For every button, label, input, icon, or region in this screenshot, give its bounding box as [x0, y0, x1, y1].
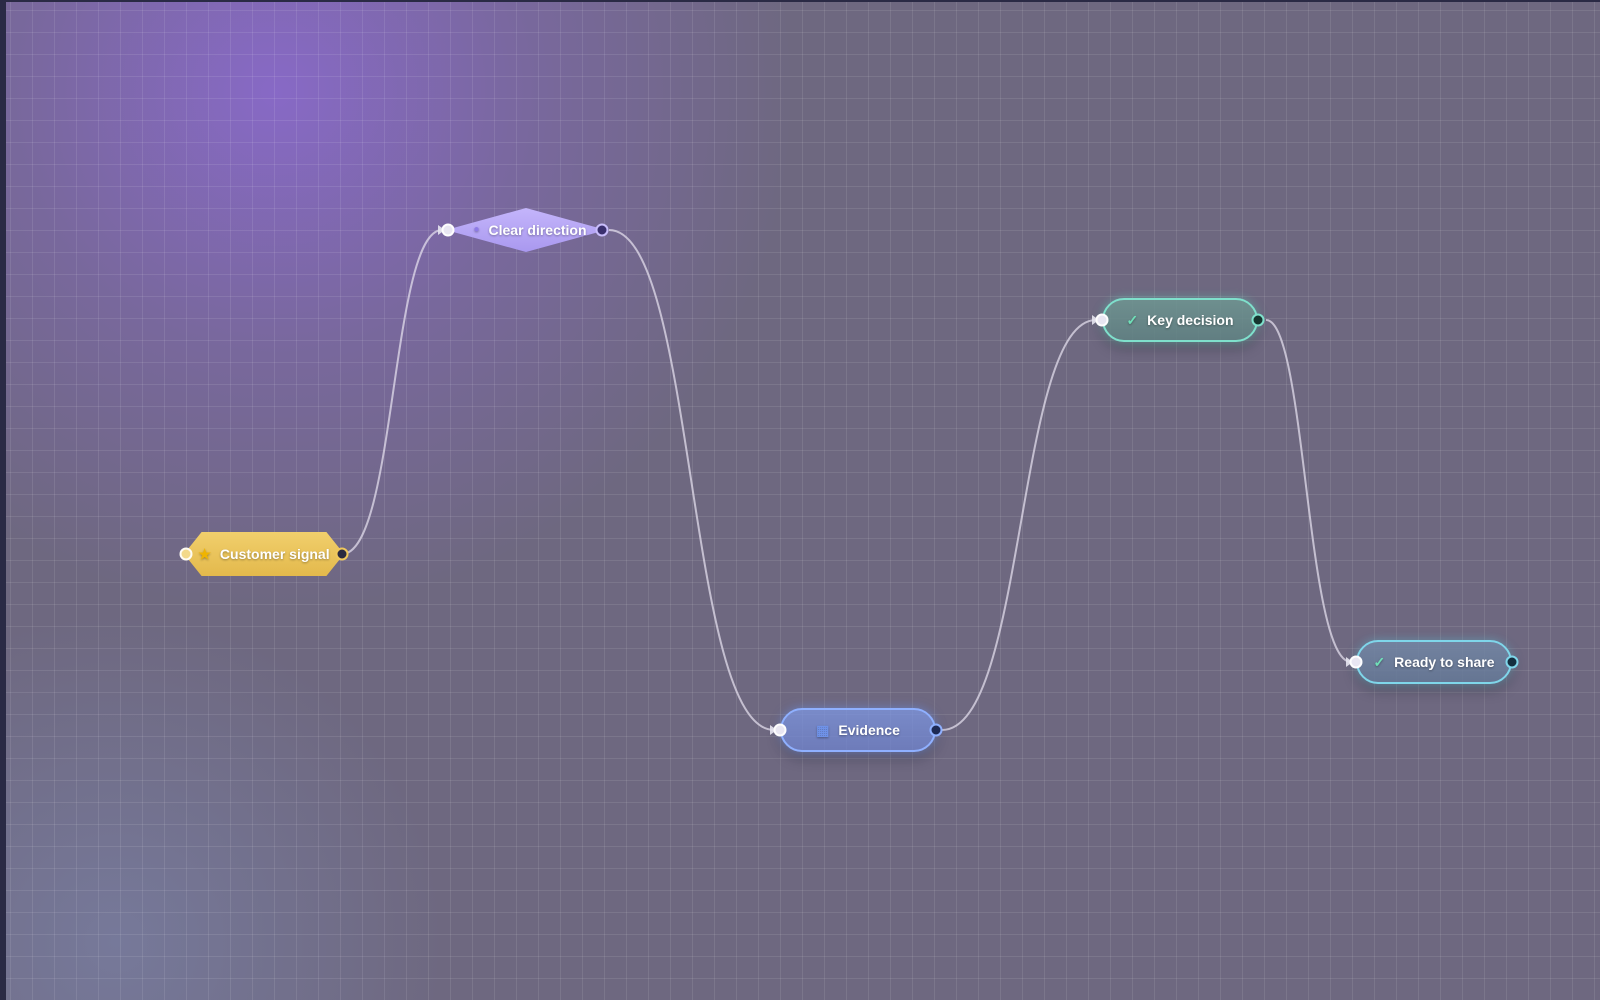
input-port[interactable] [179, 547, 193, 561]
node-clear-direction[interactable]: ● Clear direction [438, 208, 609, 252]
edge-evidence-to-key-decision[interactable] [941, 319, 1097, 731]
diagram-canvas[interactable]: ★ Customer signal ● Clear direction ▦ Ev… [6, 2, 1600, 1000]
grid-icon: ▦ [816, 722, 830, 738]
input-port[interactable] [1095, 313, 1109, 327]
output-port[interactable] [929, 723, 943, 737]
check-icon: ✓ [1373, 654, 1386, 670]
node-label: Customer signal [219, 546, 330, 562]
edge-clear-direction-to-evidence[interactable] [608, 229, 775, 731]
node-key-decision[interactable]: ✓ Key decision [1092, 298, 1265, 342]
check-icon: ✓ [1126, 312, 1139, 328]
input-port[interactable] [773, 723, 787, 737]
canvas-grid [6, 2, 1600, 1000]
node-label: Key decision [1147, 312, 1234, 328]
node-label: Evidence [838, 722, 900, 738]
node-customer-signal[interactable]: ★ Customer signal [179, 532, 349, 576]
output-port[interactable] [1251, 313, 1265, 327]
input-port[interactable] [441, 223, 455, 237]
star-icon: ★ [198, 546, 211, 562]
output-port[interactable] [1505, 655, 1519, 669]
node-evidence[interactable]: ▦ Evidence [770, 708, 943, 752]
node-label: Ready to share [1394, 654, 1495, 670]
node-ready-to-share[interactable]: ✓ Ready to share [1346, 640, 1519, 684]
edge-key-decision-to-ready-to-share[interactable] [1265, 319, 1352, 663]
edge-customer-signal-to-clear-direction[interactable] [341, 229, 443, 555]
output-port[interactable] [335, 547, 349, 561]
node-shape-hexagon [184, 532, 344, 576]
node-label: Clear direction [488, 222, 587, 238]
edges-layer [341, 229, 1352, 731]
circle-icon: ● [473, 224, 480, 235]
input-port[interactable] [1349, 655, 1363, 669]
output-port[interactable] [595, 223, 609, 237]
